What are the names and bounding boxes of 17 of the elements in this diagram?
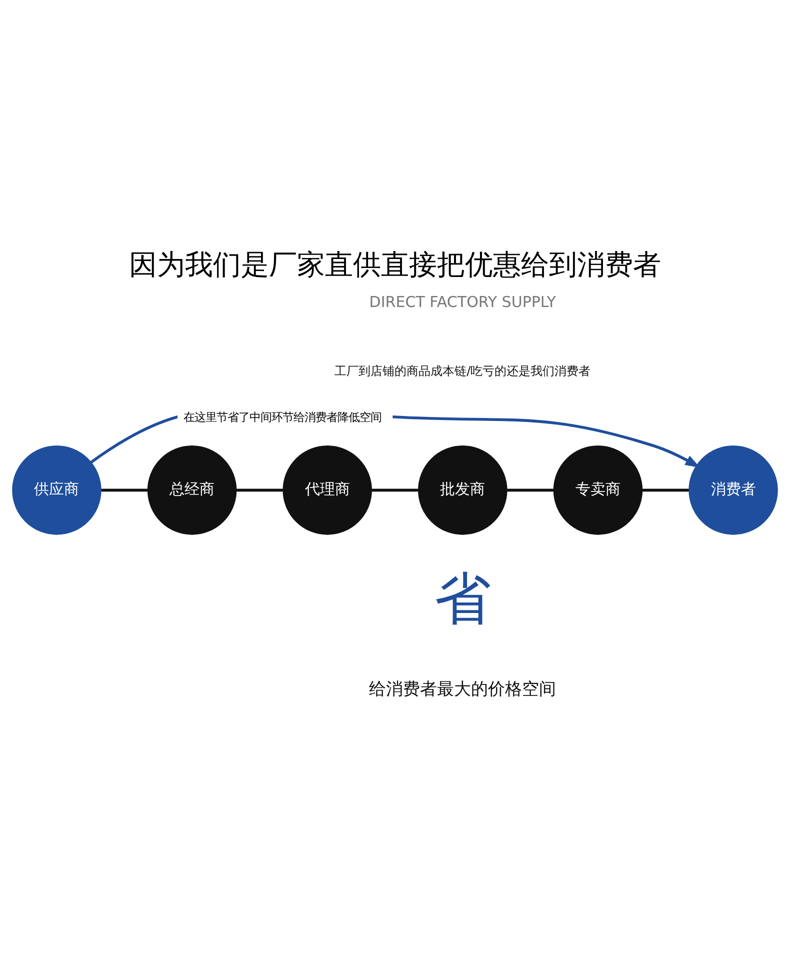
label: 省 bbox=[434, 566, 491, 632]
node-circle: 批发商 bbox=[418, 446, 508, 535]
connector bbox=[101, 488, 148, 492]
label: 给消费者最大的价格空间 bbox=[369, 678, 556, 698]
connector bbox=[642, 488, 689, 492]
connector bbox=[372, 488, 418, 492]
label: DIRECT FACTORY SUPPLY bbox=[369, 292, 556, 311]
diagram-title: 因为我们是厂家直供直接把优惠给到消费者 bbox=[129, 248, 661, 282]
edge-label: 在这里节省了中间环节给消费者降低空间 bbox=[184, 410, 382, 424]
node-circle: 总经商 bbox=[147, 446, 237, 535]
node-circle: 供应商 bbox=[12, 446, 102, 535]
connector bbox=[507, 488, 554, 492]
label: 工厂到店铺的商品成本链/吃亏的还是我们消费者 bbox=[334, 364, 591, 378]
node-circle: 消费者 bbox=[688, 446, 778, 535]
node-circle: 专卖商 bbox=[553, 446, 643, 535]
connector bbox=[236, 488, 283, 492]
node-circle: 代理商 bbox=[282, 446, 372, 535]
